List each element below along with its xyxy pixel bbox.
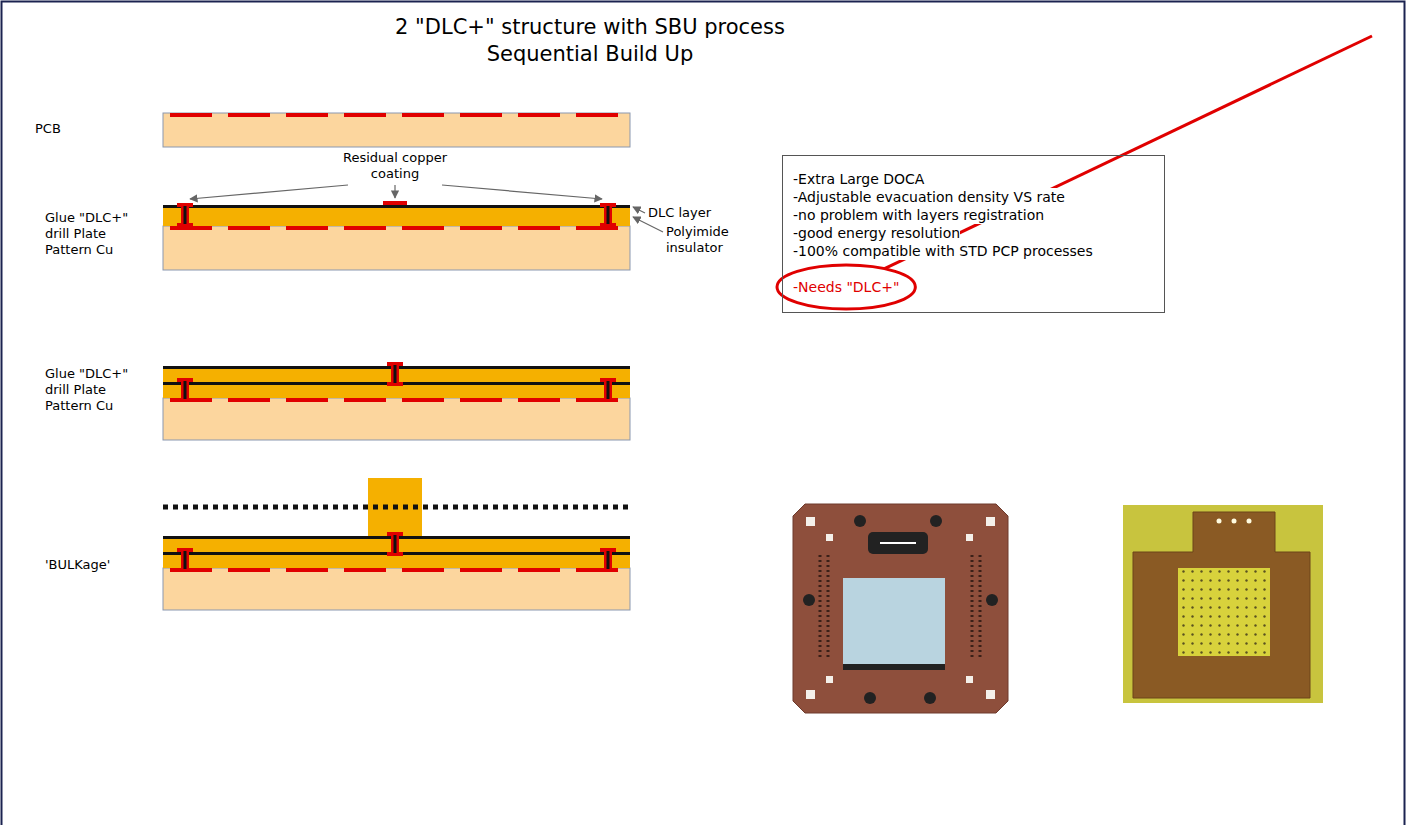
slot [843, 664, 945, 670]
pcb-base [163, 568, 630, 610]
pad [826, 534, 833, 541]
connector-pins [971, 555, 974, 660]
connector-pins [827, 555, 830, 660]
polyimide-layer [163, 555, 630, 568]
bulkage-cross-section [163, 478, 630, 610]
active-area [843, 578, 945, 668]
feature-item: -good energy resolution [793, 224, 960, 242]
hole [986, 594, 998, 606]
feature-item: -100% compatible with STD PCP processes [793, 242, 1093, 260]
feature-item: -no problem with layers registration [793, 206, 1044, 224]
layer-label: PCB [35, 121, 61, 137]
slide-title: 2 "DLC+" structure with SBU process Sequ… [350, 14, 830, 68]
dlc-layer-cross-section [163, 201, 630, 270]
pad [986, 517, 995, 526]
highlight-ellipse [777, 265, 915, 309]
plated-via [387, 362, 403, 386]
photo-pcb [793, 504, 1008, 713]
hole [1217, 519, 1222, 524]
hole [924, 692, 936, 704]
plated-via [177, 378, 193, 402]
plated-via [600, 378, 616, 402]
hole [1247, 519, 1252, 524]
board [793, 504, 1008, 713]
leader-arrow [190, 185, 348, 199]
step-label: Glue "DLC+" drill Plate Pattern Cu [45, 366, 145, 414]
plated-via [177, 548, 193, 572]
plated-via [600, 548, 616, 572]
plated-via [600, 203, 616, 227]
pad [806, 517, 815, 526]
pcb-base [163, 113, 630, 147]
pcb-base [163, 226, 630, 270]
dlc-layer [163, 205, 630, 208]
leader-arrow [633, 207, 645, 213]
polyimide-layer [163, 208, 630, 226]
annotations [190, 36, 1372, 309]
pad [966, 676, 973, 683]
callout-label: DLC layer [648, 205, 711, 221]
pad [966, 534, 973, 541]
residual-copper [383, 201, 407, 205]
dlc-dots [1178, 568, 1270, 656]
hole [803, 594, 815, 606]
polyimide-layer [163, 385, 630, 398]
callout-label: Polyimide insulator [666, 224, 756, 256]
hole [1232, 519, 1237, 524]
hole [854, 515, 866, 527]
callout-label: Residual copper coating [330, 150, 460, 182]
photo-ground [1123, 505, 1323, 703]
feature-box: -Extra Large DOCA-Adjustable evacuation … [782, 155, 1165, 313]
connector-pins [979, 555, 982, 660]
pad [986, 690, 995, 699]
kapton-foil [1133, 512, 1310, 698]
photo-dlc-foil [1123, 505, 1323, 703]
connector-pins [819, 555, 822, 660]
copper-strips [170, 226, 628, 230]
feature-item: -Adjustable evacuation density VS rate [793, 188, 1065, 206]
copper-strips [170, 113, 628, 117]
copper-strips [170, 568, 628, 572]
step-label: Glue "DLC+" drill Plate Pattern Cu [45, 210, 145, 258]
slot-line [880, 542, 916, 544]
mesh [163, 505, 630, 510]
feature-item: -Extra Large DOCA [793, 170, 924, 188]
leader-arrow [442, 185, 602, 199]
leader-arrow [394, 185, 395, 198]
plated-via [387, 532, 403, 556]
double-dlc-cross-section [163, 362, 630, 440]
copper-strips [170, 398, 628, 402]
pad [826, 676, 833, 683]
pad [806, 690, 815, 699]
hole [930, 515, 942, 527]
pcb-cross-section [163, 113, 630, 147]
dlc-area [1178, 568, 1270, 656]
slot [868, 532, 928, 554]
step-label: 'BULKage' [45, 557, 110, 573]
pcb-base [163, 398, 630, 440]
hole [864, 692, 876, 704]
feature-item: -Needs "DLC+" [793, 278, 899, 296]
plated-via [177, 203, 193, 227]
